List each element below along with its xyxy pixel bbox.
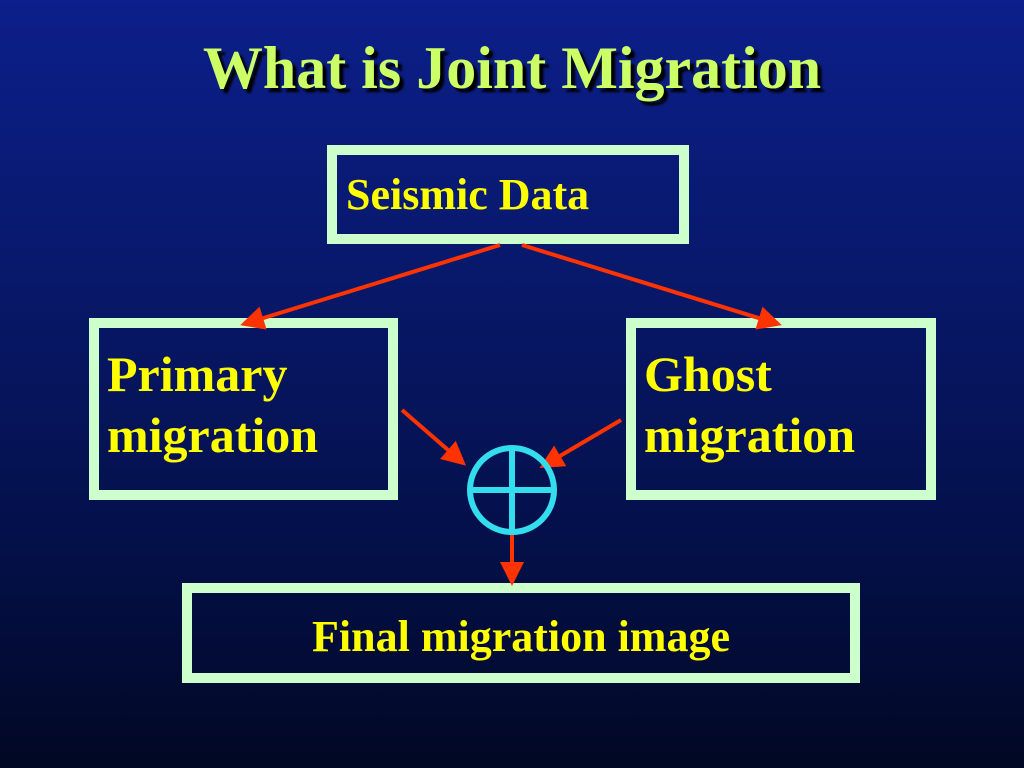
primary-migration-label-line-1: Primary	[107, 346, 288, 402]
final-migration-image-label: Final migration image	[312, 612, 730, 661]
slide-title: What is Joint Migration	[202, 35, 822, 101]
primary-migration-box: Primary migration	[89, 318, 398, 500]
arrow-ghost-to-sum	[539, 418, 623, 469]
arrow-seismic-to-ghost	[521, 243, 782, 330]
seismic-data-label: Seismic Data	[346, 170, 590, 219]
arrow-primary-to-sum	[400, 408, 467, 466]
circled-plus-icon	[467, 445, 557, 535]
arrow-seismic-to-primary	[240, 243, 501, 330]
ghost-migration-label-line-1: Ghost	[644, 346, 772, 402]
ghost-migration-label-line-2: migration	[644, 407, 856, 463]
primary-migration-label-line-2: migration	[107, 407, 319, 463]
final-migration-image-box: Final migration image	[182, 583, 860, 683]
seismic-data-box: Seismic Data	[327, 145, 689, 244]
